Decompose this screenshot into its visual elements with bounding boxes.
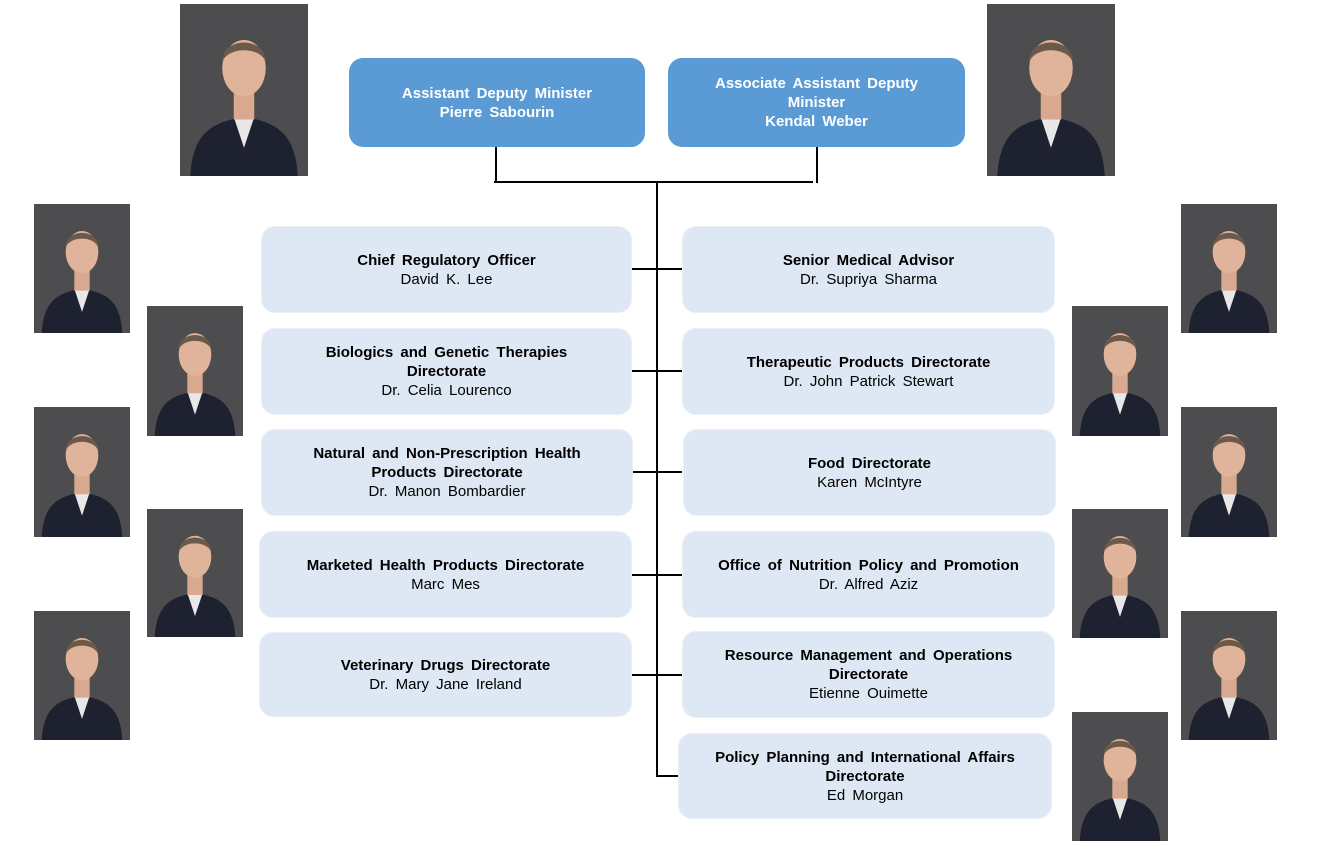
unit-box: Policy Planning and International Affair… bbox=[678, 733, 1052, 819]
portrait-photo bbox=[1181, 407, 1277, 537]
executive-box-adm: Assistant Deputy Minister Pierre Sabouri… bbox=[349, 58, 645, 147]
portrait-photo bbox=[34, 204, 130, 333]
unit-title: Biologics and Genetic Therapies Director… bbox=[325, 344, 568, 380]
person-silhouette-icon bbox=[154, 535, 236, 637]
person-silhouette-icon bbox=[41, 230, 123, 333]
person-silhouette-icon bbox=[1079, 535, 1161, 638]
unit-title: Therapeutic Products Directorate bbox=[746, 353, 991, 371]
portrait-photo bbox=[147, 306, 243, 436]
person-silhouette-icon bbox=[154, 333, 236, 436]
connector-line bbox=[632, 370, 682, 372]
person-silhouette-icon bbox=[41, 637, 123, 740]
person-silhouette-icon bbox=[1188, 637, 1270, 740]
connector-line bbox=[494, 181, 813, 183]
connector-line bbox=[632, 268, 682, 270]
person-silhouette-icon bbox=[1079, 333, 1161, 436]
person-silhouette-icon bbox=[190, 39, 298, 176]
portrait-photo bbox=[1072, 509, 1168, 638]
portrait-photo bbox=[987, 4, 1115, 176]
connector-line bbox=[632, 471, 682, 473]
unit-title: Food Directorate bbox=[807, 454, 931, 472]
connector-line bbox=[632, 574, 682, 576]
connector-line bbox=[495, 147, 497, 183]
portrait-photo bbox=[1072, 712, 1168, 841]
portrait-photo bbox=[34, 407, 130, 537]
unit-box: Resource Management and Operations Direc… bbox=[682, 631, 1055, 718]
connector-line bbox=[632, 674, 682, 676]
portrait-photo bbox=[147, 509, 243, 637]
unit-box: Natural and Non-Prescription Health Prod… bbox=[261, 429, 633, 516]
person-silhouette-icon bbox=[41, 434, 123, 537]
portrait-photo bbox=[1181, 204, 1277, 333]
unit-head: Dr. Supriya Sharma bbox=[800, 270, 937, 288]
executive-name: Pierre Sabourin bbox=[439, 103, 555, 121]
unit-head: Dr. Mary Jane Ireland bbox=[369, 675, 522, 693]
unit-head: Dr. Manon Bombardier bbox=[368, 483, 526, 500]
unit-head: Karen McIntyre bbox=[817, 473, 922, 491]
unit-head: Etienne Ouimette bbox=[809, 685, 928, 702]
executive-title: Assistant Deputy Minister bbox=[401, 84, 593, 102]
unit-box: Office of Nutrition Policy and Promotion… bbox=[682, 531, 1055, 618]
connector-line bbox=[656, 181, 658, 777]
unit-title: Senior Medical Advisor bbox=[782, 251, 955, 269]
portrait-photo bbox=[1181, 611, 1277, 740]
executive-box-aadm: Associate Assistant Deputy Minister Kend… bbox=[668, 58, 965, 147]
unit-title: Chief Regulatory Officer bbox=[357, 251, 536, 269]
unit-head: Dr. John Patrick Stewart bbox=[783, 372, 954, 390]
person-silhouette-icon bbox=[1079, 738, 1161, 841]
unit-title: Resource Management and Operations Direc… bbox=[724, 647, 1013, 683]
unit-head: Dr. Celia Lourenco bbox=[381, 382, 512, 399]
unit-head: Dr. Alfred Aziz bbox=[818, 575, 919, 593]
executive-title: Associate Assistant Deputy Minister bbox=[714, 75, 918, 111]
person-silhouette-icon bbox=[1188, 230, 1270, 333]
unit-title: Policy Planning and International Affair… bbox=[715, 748, 1015, 785]
unit-head: Ed Morgan bbox=[826, 786, 904, 804]
unit-title: Veterinary Drugs Directorate bbox=[340, 656, 551, 674]
person-silhouette-icon bbox=[1188, 434, 1270, 537]
person-silhouette-icon bbox=[997, 39, 1105, 176]
portrait-photo bbox=[180, 4, 308, 176]
executive-name: Kendal Weber bbox=[765, 113, 868, 130]
unit-title: Office of Nutrition Policy and Promotion bbox=[718, 556, 1019, 574]
unit-box: Biologics and Genetic Therapies Director… bbox=[261, 328, 632, 415]
portrait-photo bbox=[1072, 306, 1168, 436]
unit-title: Natural and Non-Prescription Health Prod… bbox=[313, 445, 581, 481]
connector-line bbox=[816, 147, 818, 183]
portrait-photo bbox=[34, 611, 130, 740]
unit-head: David K. Lee bbox=[400, 270, 493, 288]
connector-line bbox=[656, 775, 680, 777]
unit-title: Marketed Health Products Directorate bbox=[306, 556, 585, 574]
unit-head: Marc Mes bbox=[411, 575, 480, 593]
